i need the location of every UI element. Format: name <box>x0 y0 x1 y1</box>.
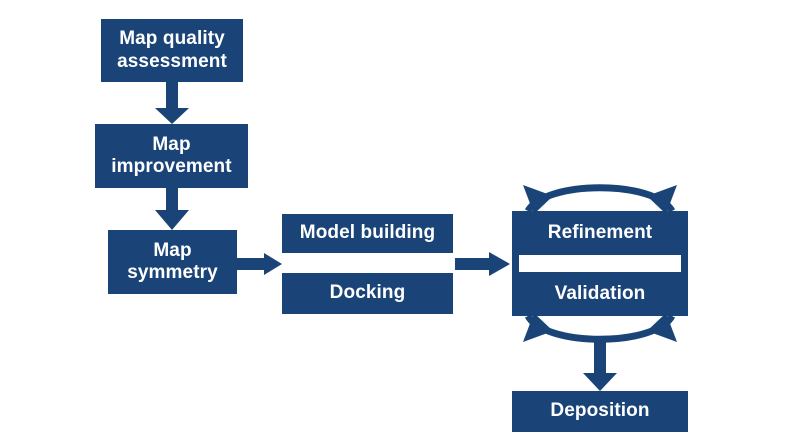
node-map-symmetry-label: Map symmetry <box>127 239 218 283</box>
arrow-map-improvement-to-map-symmetry <box>155 188 189 230</box>
arrow-map-quality-to-map-improvement <box>155 82 189 124</box>
arrow-model-building-to-refinement <box>455 252 510 276</box>
node-deposition[interactable]: Deposition <box>512 391 688 432</box>
node-refinement-label: Refinement <box>547 221 653 243</box>
node-map-improvement[interactable]: Map improvement <box>95 124 248 188</box>
node-validation[interactable]: Validation <box>512 272 688 316</box>
cycle-group-left-rail <box>512 255 519 272</box>
node-model-building[interactable]: Model building <box>282 214 453 253</box>
arrow-cycle-to-deposition <box>583 336 617 391</box>
node-validation-label: Validation <box>554 282 646 304</box>
arrow-map-symmetry-to-model-building <box>237 253 282 275</box>
node-refinement[interactable]: Refinement <box>512 211 688 255</box>
node-map-quality-assessment-label: Map quality assessment <box>117 28 227 72</box>
cycle-group-right-rail <box>681 255 688 272</box>
node-map-improvement-label: Map improvement <box>111 133 232 177</box>
node-docking-label: Docking <box>329 282 406 304</box>
node-docking[interactable]: Docking <box>282 273 453 314</box>
node-deposition-label: Deposition <box>550 400 650 422</box>
node-map-quality-assessment[interactable]: Map quality assessment <box>101 19 243 82</box>
arc-refinement-validation-top <box>523 184 677 214</box>
node-map-symmetry[interactable]: Map symmetry <box>108 230 237 294</box>
node-model-building-label: Model building <box>299 222 436 244</box>
